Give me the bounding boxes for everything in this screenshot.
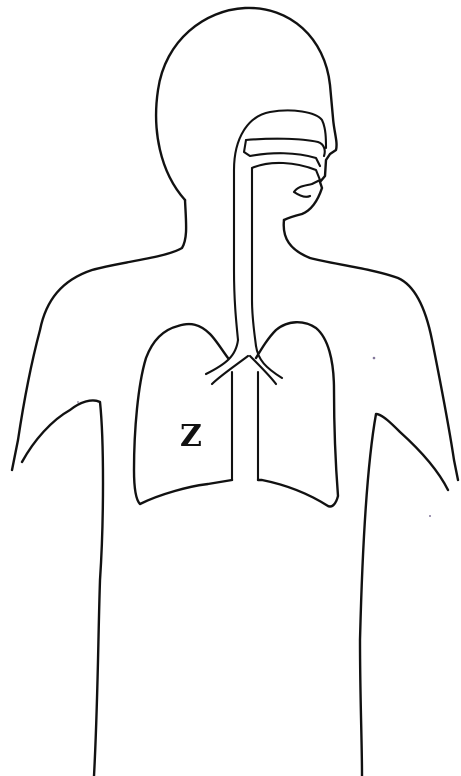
airway: [234, 110, 326, 346]
scan-speck: [429, 515, 431, 517]
bronchi: [206, 340, 282, 480]
right-torso-outline: [360, 414, 448, 776]
trachea-bifurcation: [232, 372, 258, 480]
right-bronchus: [250, 346, 282, 384]
scan-speck: [373, 357, 376, 360]
left-bronchus: [206, 340, 248, 384]
body-outline: [12, 8, 458, 776]
left-torso-outline: [22, 400, 103, 776]
scan-speck: [77, 401, 79, 403]
right-lung: [256, 322, 338, 506]
pharynx-outer-wall: [234, 110, 326, 340]
scan-specks: [77, 357, 431, 517]
oral-cavity: [252, 163, 320, 197]
left-lung: [134, 324, 232, 504]
lung-label-z: Z: [180, 419, 202, 454]
trachea-inner-wall: [252, 168, 256, 346]
